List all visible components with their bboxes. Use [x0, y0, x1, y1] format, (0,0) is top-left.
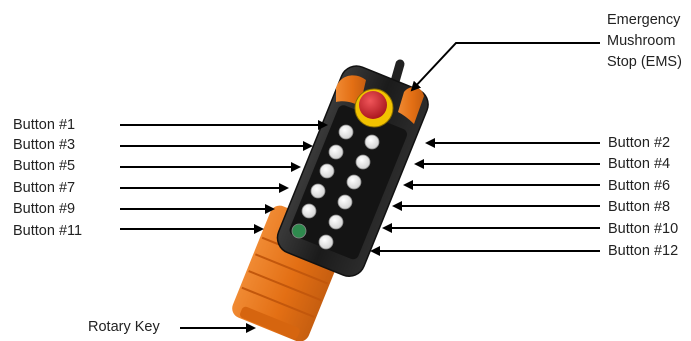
- ems-label-line-2: Mushroom: [607, 31, 682, 52]
- label-button-11: Button #11: [13, 223, 82, 240]
- push-button-11: [292, 224, 306, 238]
- emergency-stop-button: [355, 89, 393, 127]
- push-button-12: [319, 235, 333, 249]
- label-button-4: Button #4: [608, 156, 670, 173]
- label-button-12: Button #12: [608, 243, 678, 260]
- push-button-4: [356, 155, 370, 169]
- label-button-9: Button #9: [13, 201, 75, 218]
- push-button-10: [329, 215, 343, 229]
- push-button-7: [311, 184, 325, 198]
- push-button-1: [339, 125, 353, 139]
- label-button-6: Button #6: [608, 178, 670, 195]
- push-button-6: [347, 175, 361, 189]
- push-button-9: [302, 204, 316, 218]
- label-button-1: Button #1: [13, 117, 75, 134]
- label-button-5: Button #5: [13, 158, 75, 175]
- ems-label-line-3: Stop (EMS): [607, 52, 682, 73]
- label-button-7: Button #7: [13, 180, 75, 197]
- push-button-3: [329, 145, 343, 159]
- ems-leader-arrow: [412, 43, 600, 90]
- ems-label-line-1: Emergency: [607, 10, 682, 31]
- push-button-8: [338, 195, 352, 209]
- ems-label: Emergency Mushroom Stop (EMS): [607, 10, 682, 73]
- label-button-10: Button #10: [608, 221, 678, 238]
- push-button-5: [320, 164, 334, 178]
- label-button-2: Button #2: [608, 135, 670, 152]
- label-button-3: Button #3: [13, 137, 75, 154]
- label-rotary-key: Rotary Key: [88, 319, 160, 336]
- label-button-8: Button #8: [608, 199, 670, 216]
- push-button-2: [365, 135, 379, 149]
